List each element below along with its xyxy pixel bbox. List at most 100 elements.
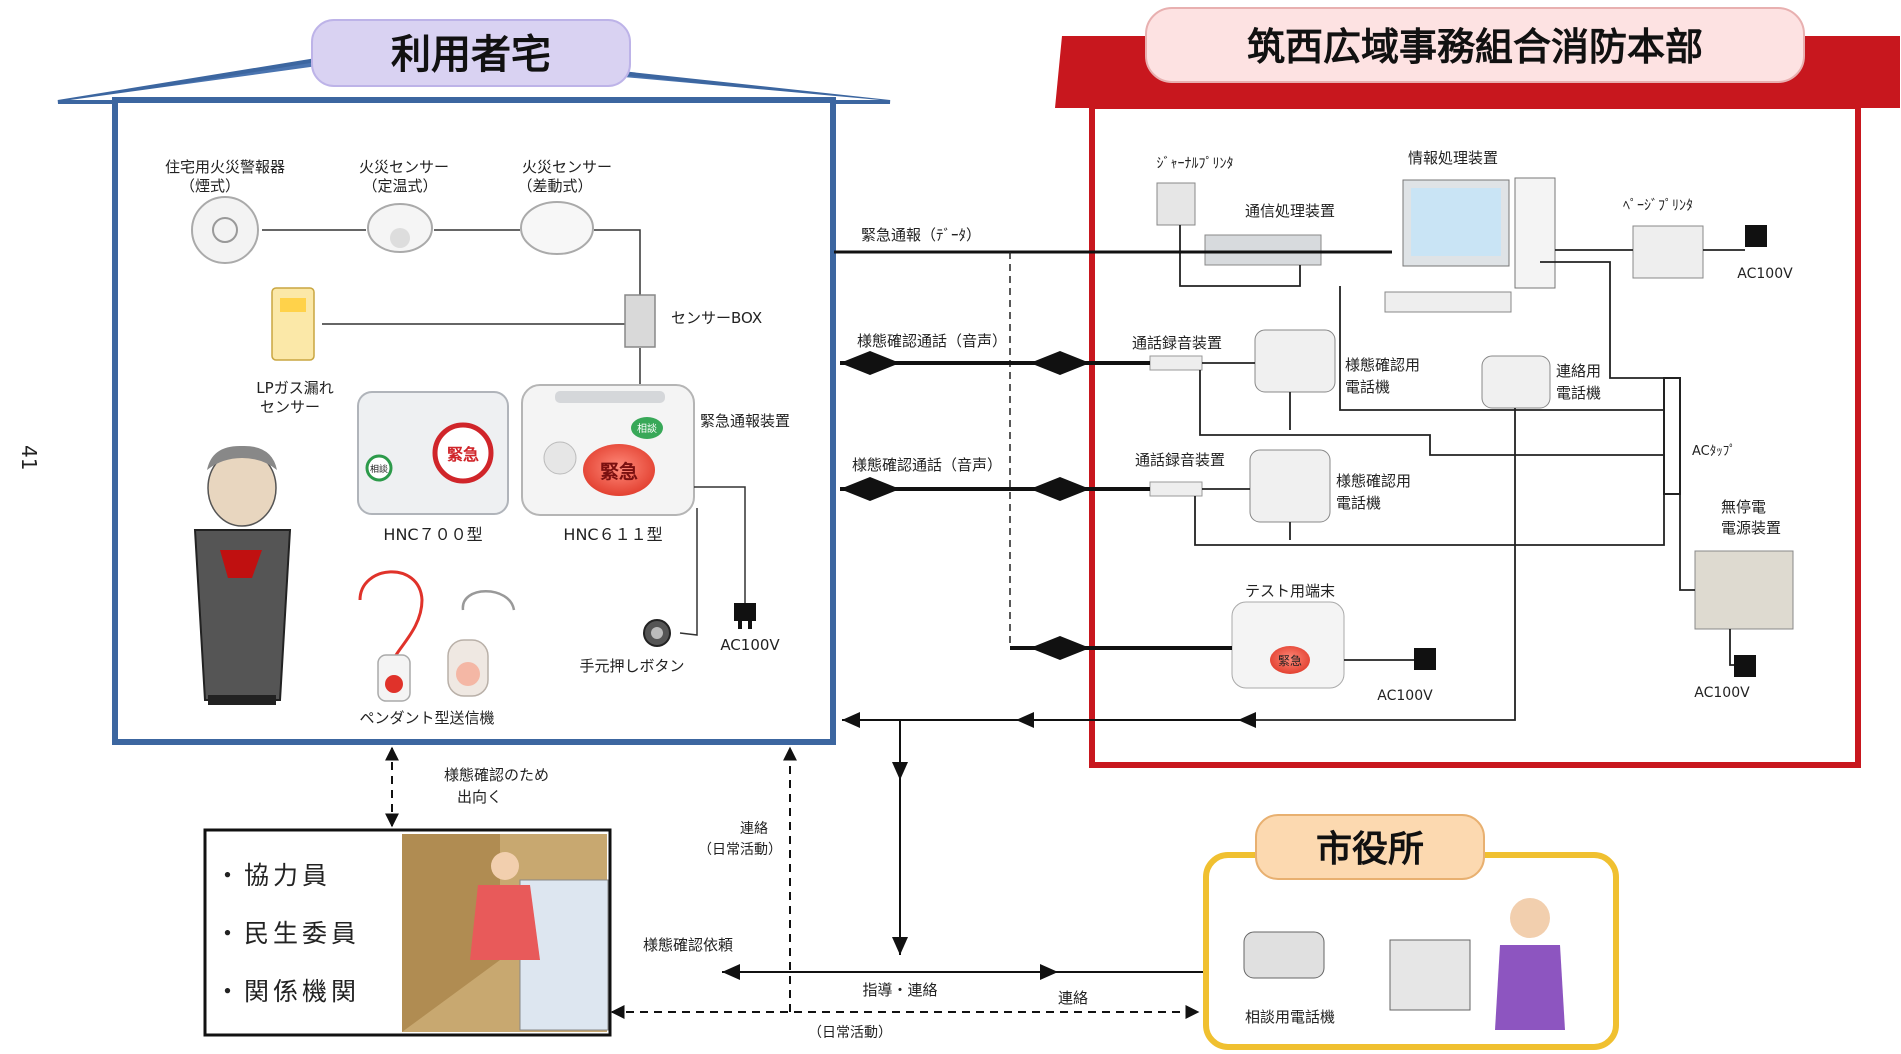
go-out-label-2: 出向く xyxy=(457,788,502,806)
hq-plug-icon-2 xyxy=(1734,655,1756,677)
city-hall-title: 市役所 xyxy=(1316,829,1424,870)
hand-button-label: 手元押しボタン xyxy=(579,657,684,675)
consult-phone-icon xyxy=(1243,931,1325,979)
hnc700-label: HNC７００型 xyxy=(383,525,482,544)
cooperator-item-1: ・協力員 xyxy=(215,861,331,890)
house-title: 利用者宅 xyxy=(391,32,551,78)
link-status-call-2: 様態確認通話（音声） xyxy=(840,456,1150,501)
journal-printer-icon xyxy=(1156,182,1196,226)
smoke-detector-label-1: 住宅用火災警報器 xyxy=(165,158,285,176)
page-printer-label: ﾍﾟｰｼﾞﾌﾟﾘﾝﾀ xyxy=(1623,198,1693,214)
pendant-transmitters: ペンダント型送信機 xyxy=(358,570,516,727)
plug-icon xyxy=(734,603,756,621)
page-printer: ﾍﾟｰｼﾞﾌﾟﾘﾝﾀ AC100V xyxy=(1623,198,1793,282)
sensor-box-label: センサーBOX xyxy=(671,309,762,327)
lp-gas-sensor: LPガス漏れ センサー xyxy=(256,287,334,416)
status-phone-1-icon xyxy=(1254,329,1336,393)
ups-label-1: 無停電 xyxy=(1721,498,1766,516)
link-daily-contact: 連絡 （日常活動） xyxy=(610,989,1200,1041)
hnc611-wiring xyxy=(679,486,746,636)
hq-title-box xyxy=(1145,7,1805,83)
recorder-1-label: 通話録音装置 xyxy=(1132,334,1222,352)
status-phone-2: 様態確認用 電話機 xyxy=(1249,449,1411,523)
test-terminal-emergency: 緊急 xyxy=(1278,653,1302,668)
smoke-detector: 住宅用火災警報器 （煙式） xyxy=(165,158,285,264)
hq-plug-icon-3 xyxy=(1414,648,1436,670)
sensor-box: センサーBOX xyxy=(624,294,762,348)
status-phone-2-label-2: 電話機 xyxy=(1336,494,1381,512)
elderly-person-figure xyxy=(193,445,292,705)
hnc611-device: 緊急 相談 HNC６１１型 xyxy=(521,384,695,544)
page-printer-ac: AC100V xyxy=(1737,266,1793,282)
status-phone-2-icon xyxy=(1249,449,1331,523)
status-call-2-label: 様態確認通話（音声） xyxy=(852,456,1002,474)
ups: 無停電 電源装置 AC100V xyxy=(1694,498,1794,701)
status-request-label: 様態確認依頼 xyxy=(643,936,733,954)
sensor-fixed-label-1: 火災センサー xyxy=(359,158,449,176)
ups-icon xyxy=(1694,550,1794,630)
link-go-out: 様態確認のため 出向く xyxy=(385,746,549,828)
recorder-2-icon xyxy=(1149,481,1203,497)
status-call-1-label: 様態確認通話（音声） xyxy=(857,332,1007,350)
contact-phone-label-2: 電話機 xyxy=(1556,384,1601,402)
hnc611-label: HNC６１１型 xyxy=(563,525,662,544)
ac-tap-icon xyxy=(1663,377,1681,495)
city-hall-title-box xyxy=(1255,814,1485,880)
link-status-call-1: 様態確認通話（音声） xyxy=(840,332,1150,375)
sensor-rate-label-1: 火災センサー xyxy=(522,158,612,176)
consult-phone-label: 相談用電話機 xyxy=(1245,1008,1335,1026)
ups-ac-label: AC100V xyxy=(1694,685,1750,701)
sensor-rate-label-2: （差動式） xyxy=(517,177,592,195)
hnc611-consult: 相談 xyxy=(637,422,657,435)
pendant-strap-gray xyxy=(461,590,516,611)
go-out-label-1: 様態確認のため xyxy=(444,766,549,784)
guidance-label: 指導・連絡 xyxy=(862,981,937,999)
pc-tower-icon xyxy=(1514,177,1556,289)
comm-processor-label: 通信処理装置 xyxy=(1245,202,1335,220)
test-terminal-ac: AC100V xyxy=(1377,688,1433,704)
city-hall-panel: 市役所 相談用電話機 xyxy=(1203,814,1619,1050)
contact-phone: 連絡用 電話機 xyxy=(1481,355,1601,409)
house-ac-label: AC100V xyxy=(720,636,780,654)
hand-button: 手元押しボタン xyxy=(579,619,685,675)
lp-gas-label-1: LPガス漏れ xyxy=(256,379,333,397)
fire-hq-panel: 筑西広域事務組合消防本部 xyxy=(1055,7,1900,768)
fire-sensor-fixed: 火災センサー （定温式） xyxy=(359,158,449,253)
pendant-strap-red xyxy=(358,570,424,663)
hq-title: 筑西広域事務組合消防本部 xyxy=(1247,25,1703,69)
hnc700-emergency: 緊急 xyxy=(447,445,479,464)
page-printer-icon xyxy=(1632,225,1704,279)
comm-processor: 通信処理装置 xyxy=(1204,202,1335,266)
contact-phone-icon xyxy=(1481,355,1551,409)
cooperator-item-2: ・民生委員 xyxy=(215,919,360,948)
fire-sensor-rate-icon xyxy=(520,201,594,255)
fire-sensor-rate: 火災センサー （差動式） xyxy=(517,158,612,255)
sensor-box-icon xyxy=(624,294,656,348)
journal-printer: ｼﾞｬｰﾅﾙﾌﾟﾘﾝﾀ xyxy=(1156,156,1234,226)
test-terminal-label: テスト用端末 xyxy=(1245,582,1335,600)
sensor-fixed-label-2: （定温式） xyxy=(362,177,437,195)
recorder-1-icon xyxy=(1149,355,1203,371)
link-status-request: 様態確認依頼 指導・連絡 xyxy=(643,936,1215,999)
journal-printer-label: ｼﾞｬｰﾅﾙﾌﾟﾘﾝﾀ xyxy=(1157,156,1234,172)
daily-label: （日常活動） xyxy=(808,1025,892,1041)
link-emergency-data: 緊急通報（ﾃﾞｰﾀ） xyxy=(834,226,1392,254)
link-test-terminal xyxy=(1010,636,1232,660)
house-title-box xyxy=(311,19,631,87)
info-processor-label: 情報処理装置 xyxy=(1408,149,1498,167)
contact-daily-label-2: （日常活動） xyxy=(698,842,782,858)
office-worker-icon xyxy=(491,852,519,880)
contact-phone-label-1: 連絡用 xyxy=(1556,362,1601,380)
status-phone-1-label-2: 電話機 xyxy=(1345,378,1390,396)
hnc700-consult: 相談 xyxy=(370,463,388,475)
hq-plug-icon-1 xyxy=(1745,225,1767,247)
smoke-detector-label-2: （煙式） xyxy=(180,177,240,195)
cooperator-item-3: ・関係機関 xyxy=(215,977,360,1006)
test-terminal-icon xyxy=(1231,601,1345,689)
link-contact-return xyxy=(842,712,1256,955)
ac-tap: ACﾀｯﾌﾟ xyxy=(1663,377,1736,495)
recorder-2-label: 通話録音装置 xyxy=(1135,451,1225,469)
status-phone-2-label-1: 様態確認用 xyxy=(1336,472,1411,490)
smoke-detector-icon xyxy=(191,196,259,264)
